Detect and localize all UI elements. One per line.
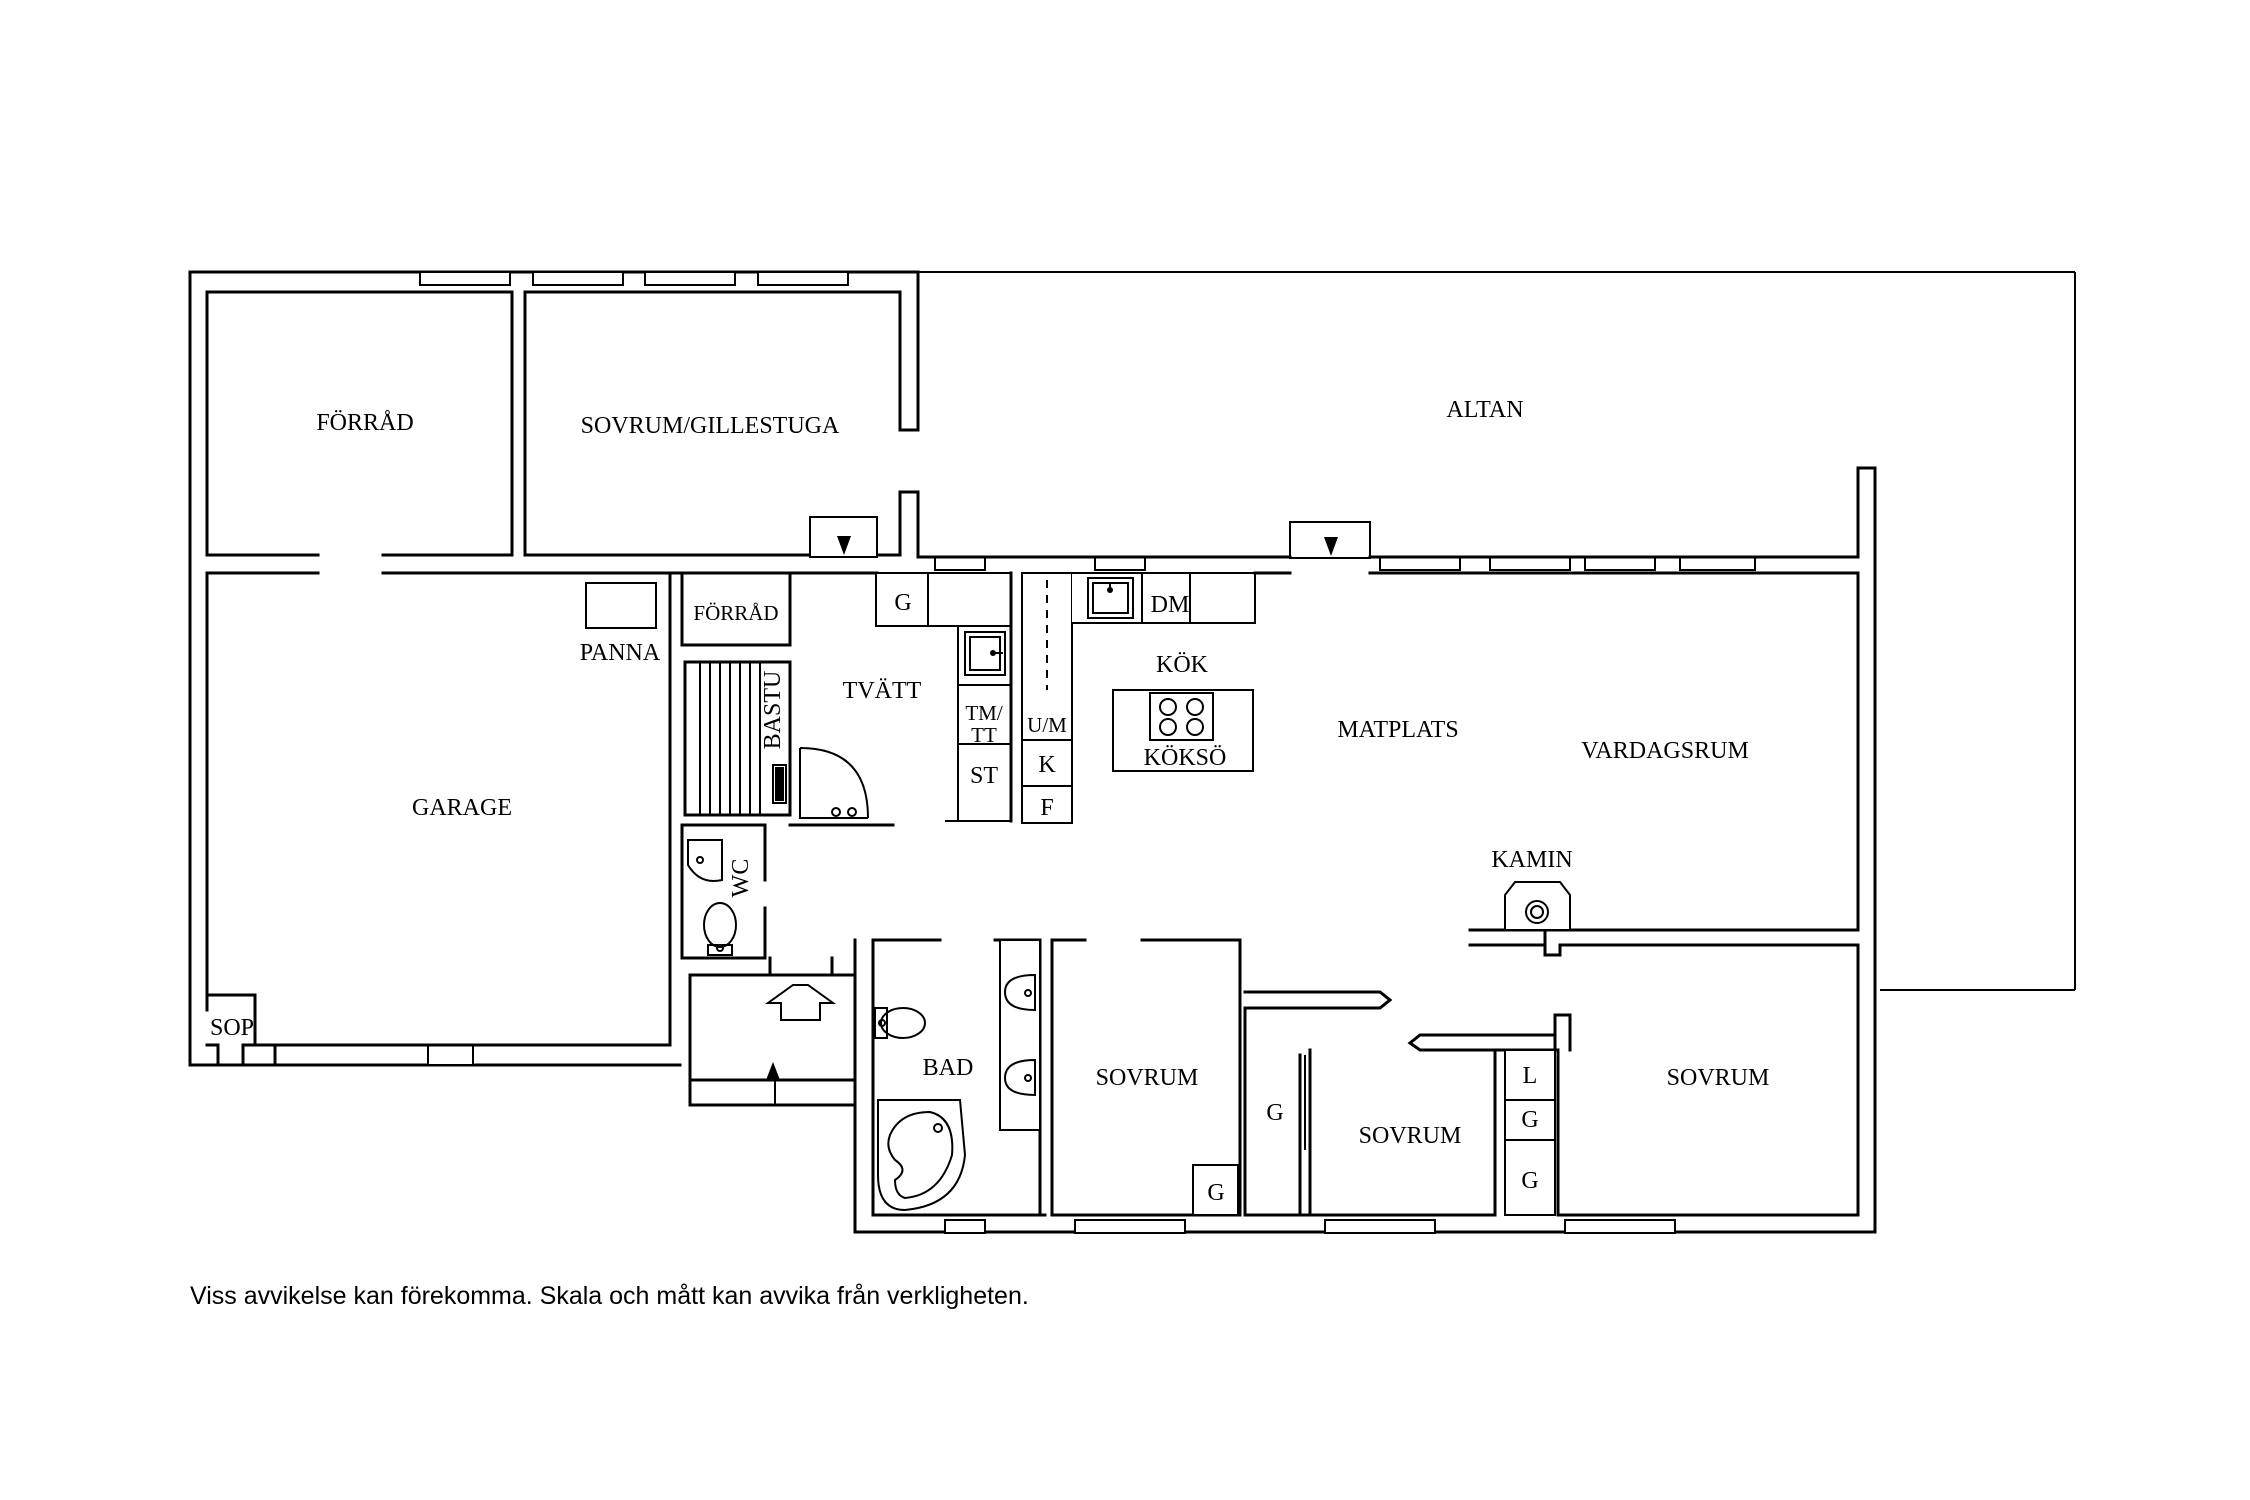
exterior-walls xyxy=(188,270,2076,1234)
bath-sink-2-icon xyxy=(1003,1058,1036,1097)
label-kok: KÖK xyxy=(1156,652,1209,678)
wc-room xyxy=(680,823,767,960)
panna-icon xyxy=(585,582,657,629)
label-sovrum-gillestuga: SOVRUM/GILLESTUGA xyxy=(581,413,840,439)
sovrum-1-room xyxy=(1050,938,1242,1217)
entry-arrows xyxy=(809,516,1371,559)
label-um: U/M xyxy=(1027,713,1067,737)
label-tvatt: TVÄTT xyxy=(843,678,922,704)
disclaimer-text: Viss avvikelse kan förekomma. Skala och … xyxy=(190,1282,1029,1310)
label-bastu: BASTU xyxy=(760,671,786,750)
bathtub-icon xyxy=(877,1099,967,1212)
label-g-sovrum1: G xyxy=(1207,1180,1224,1206)
upper-left-rooms xyxy=(205,290,920,575)
label-matplats: MATPLATS xyxy=(1337,717,1458,743)
label-kamin: KAMIN xyxy=(1491,847,1572,873)
label-tm: TM/ xyxy=(965,701,1003,725)
sovrum-2-room xyxy=(1308,1048,1497,1217)
label-g-1: G xyxy=(1521,1107,1538,1133)
label-st: ST xyxy=(970,763,998,789)
label-forrad: FÖRRÅD xyxy=(316,410,413,436)
laundry-sauna-area xyxy=(680,571,895,827)
garage-room xyxy=(205,571,672,1067)
label-sovrum-2: SOVRUM xyxy=(1359,1123,1462,1149)
kitchen-counters xyxy=(875,571,1256,824)
corridor xyxy=(1243,990,1557,1217)
label-garage: GARAGE xyxy=(412,795,512,821)
fixture-labels: G DM TM/ TT ST U/M K F G G L G G xyxy=(894,590,1538,1206)
label-tt: TT xyxy=(971,723,997,747)
bad-room xyxy=(871,938,1047,1217)
label-altan: ALTAN xyxy=(1446,397,1523,423)
wc-basin-icon xyxy=(687,839,723,882)
label-bad: BAD xyxy=(923,1055,974,1081)
entry-hall xyxy=(688,956,857,1107)
label-g-hall: G xyxy=(1266,1100,1283,1126)
kamin-icon xyxy=(1504,881,1571,931)
label-panna: PANNA xyxy=(580,640,661,666)
label-sop: SOP xyxy=(210,1015,254,1041)
sovrum-3-room xyxy=(1503,943,1860,1217)
bath-sink-1-icon xyxy=(1003,973,1036,1012)
sauna-bench xyxy=(699,662,761,815)
kitchen-island xyxy=(1112,689,1254,772)
room-labels: FÖRRÅD SOVRUM/GILLESTUGA ALTAN FÖRRÅD PA… xyxy=(210,397,1769,1149)
label-f: F xyxy=(1040,795,1053,821)
windows xyxy=(419,271,1756,1234)
bath-toilet-icon xyxy=(874,1007,926,1039)
label-sovrum-1: SOVRUM xyxy=(1096,1065,1199,1091)
label-l: L xyxy=(1523,1063,1538,1089)
label-wc: WC xyxy=(728,859,754,898)
label-forrad-small: FÖRRÅD xyxy=(693,601,778,625)
label-g-tvatt: G xyxy=(894,590,911,616)
label-sovrum-3: SOVRUM xyxy=(1667,1065,1770,1091)
label-g-2: G xyxy=(1521,1168,1538,1194)
label-dm: DM xyxy=(1151,592,1190,618)
toilet-icon xyxy=(703,902,737,956)
laundry-sink-icon xyxy=(964,631,1006,676)
label-koksoe: KÖKSÖ xyxy=(1144,745,1227,771)
label-vardagsrum: VARDAGSRUM xyxy=(1581,738,1749,764)
shower-icon xyxy=(799,747,869,819)
kitchen-sink-icon xyxy=(1087,577,1134,619)
label-k: K xyxy=(1038,752,1056,778)
